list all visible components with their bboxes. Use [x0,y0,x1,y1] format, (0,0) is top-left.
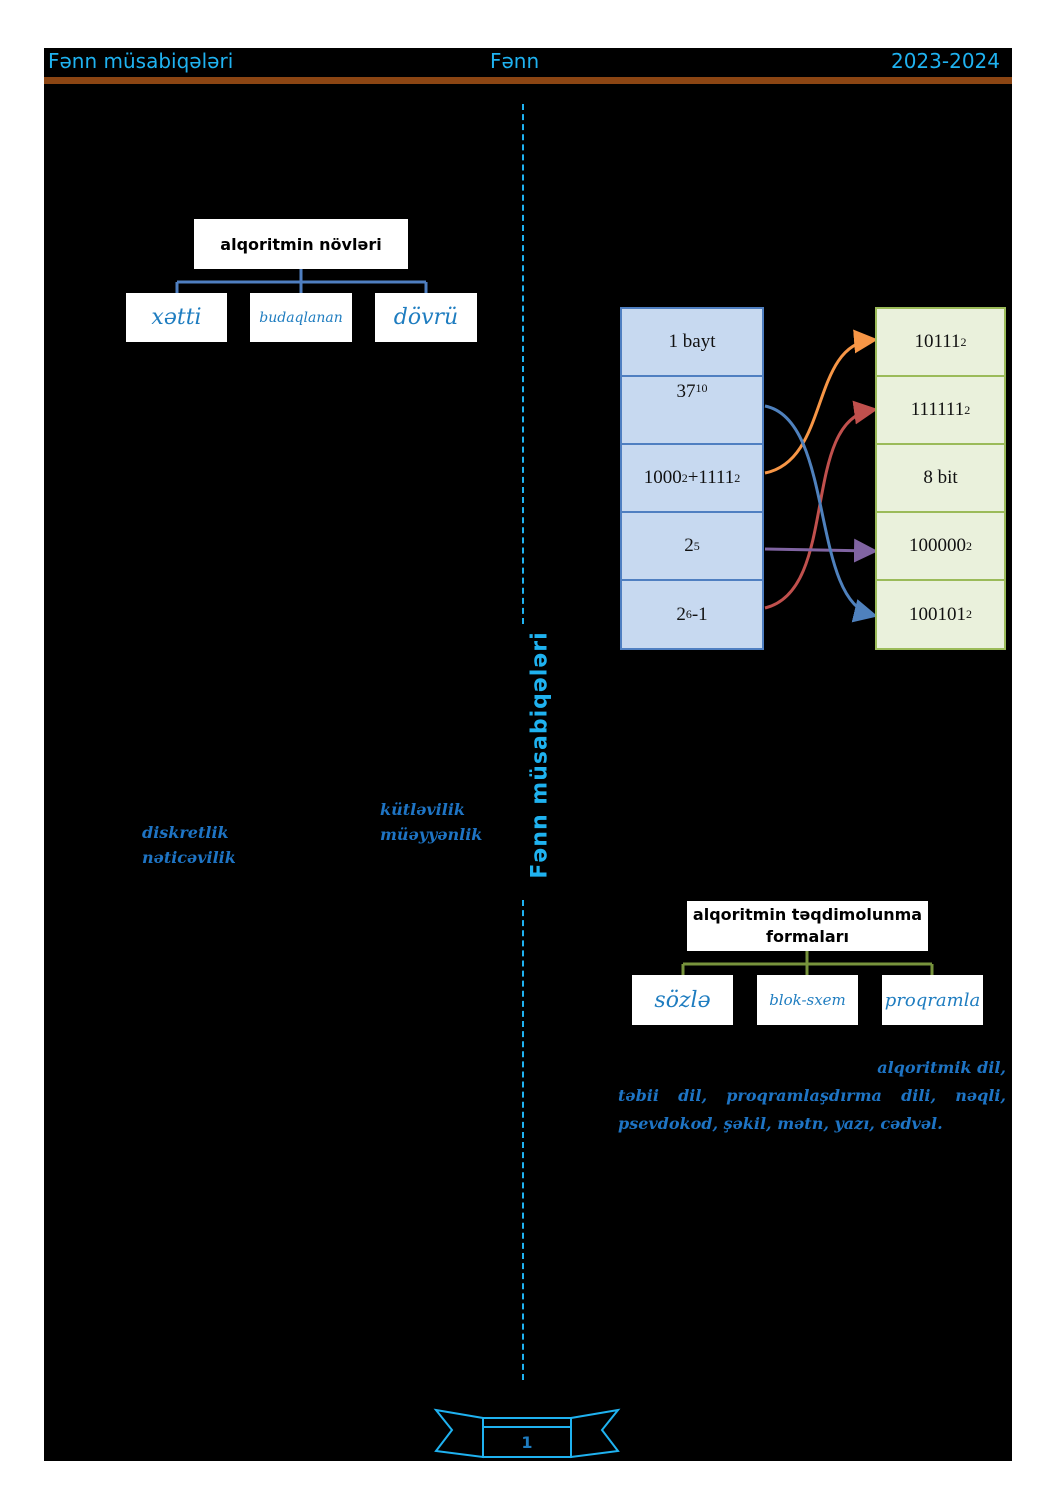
tree-types-connectors [175,269,428,293]
header-title: Fənn [490,49,540,73]
property-discreteness: diskretlik [142,823,229,842]
tree-types-item-linear: xətti [126,293,227,342]
tree-forms-item-program: proqramla [882,975,983,1025]
tree-forms-connectors [681,951,934,975]
tree-forms-item-verbal: sözlə [632,975,733,1025]
tree-forms-item-flowchart: blok-sxem [757,975,858,1025]
arrow-red [764,400,878,610]
match-right-3: 8 bit [875,443,1006,513]
arrow-purple [764,538,878,563]
property-list-left: diskretlik nəticəvilik [142,820,236,870]
tree-forms-title-line1: alqoritmin təqdimolunma [692,905,923,924]
header-year: 2023-2024 [890,49,1000,73]
languages-line-3: psevdokod, şəkil, mətn, yazı, cədvəl. [618,1114,943,1133]
page-number: 1 [521,1432,533,1452]
property-massiveness: kütləvilik [380,800,465,819]
property-resultativeness: nəticəvilik [142,848,236,867]
property-definiteness: müəyyənlik [380,825,483,844]
header-subject: Fənn müsabiqələri [48,49,234,73]
tree-types-title: alqoritmin növləri [194,219,408,269]
tree-types-item-cyclic: dövrü [375,293,477,342]
languages-paragraph: alqoritmik dil, təbii dil, proqramlaşdır… [618,1054,1006,1138]
tree-types-item-branching: budaqlanan [250,293,352,342]
footer-ribbon [433,1408,621,1459]
arrow-blue [764,404,878,623]
header-rule [44,77,1012,84]
match-left-1: 1 bayt [620,307,764,377]
column-divider-top [522,104,524,624]
languages-line-1: alqoritmik dil, [877,1058,1006,1077]
page-number-box [482,1426,572,1458]
column-divider-bottom [522,900,524,1380]
tree-forms-title-line2: formaları [766,927,849,946]
property-list-right: kütləvilik müəyyənlik [380,797,482,847]
arrow-orange [764,329,878,475]
languages-line-2: təbii dil, proqramlaşdırma dili, nəqli, [618,1086,1006,1105]
tree-forms-title: alqoritmin təqdimolunma formaları [687,901,928,951]
